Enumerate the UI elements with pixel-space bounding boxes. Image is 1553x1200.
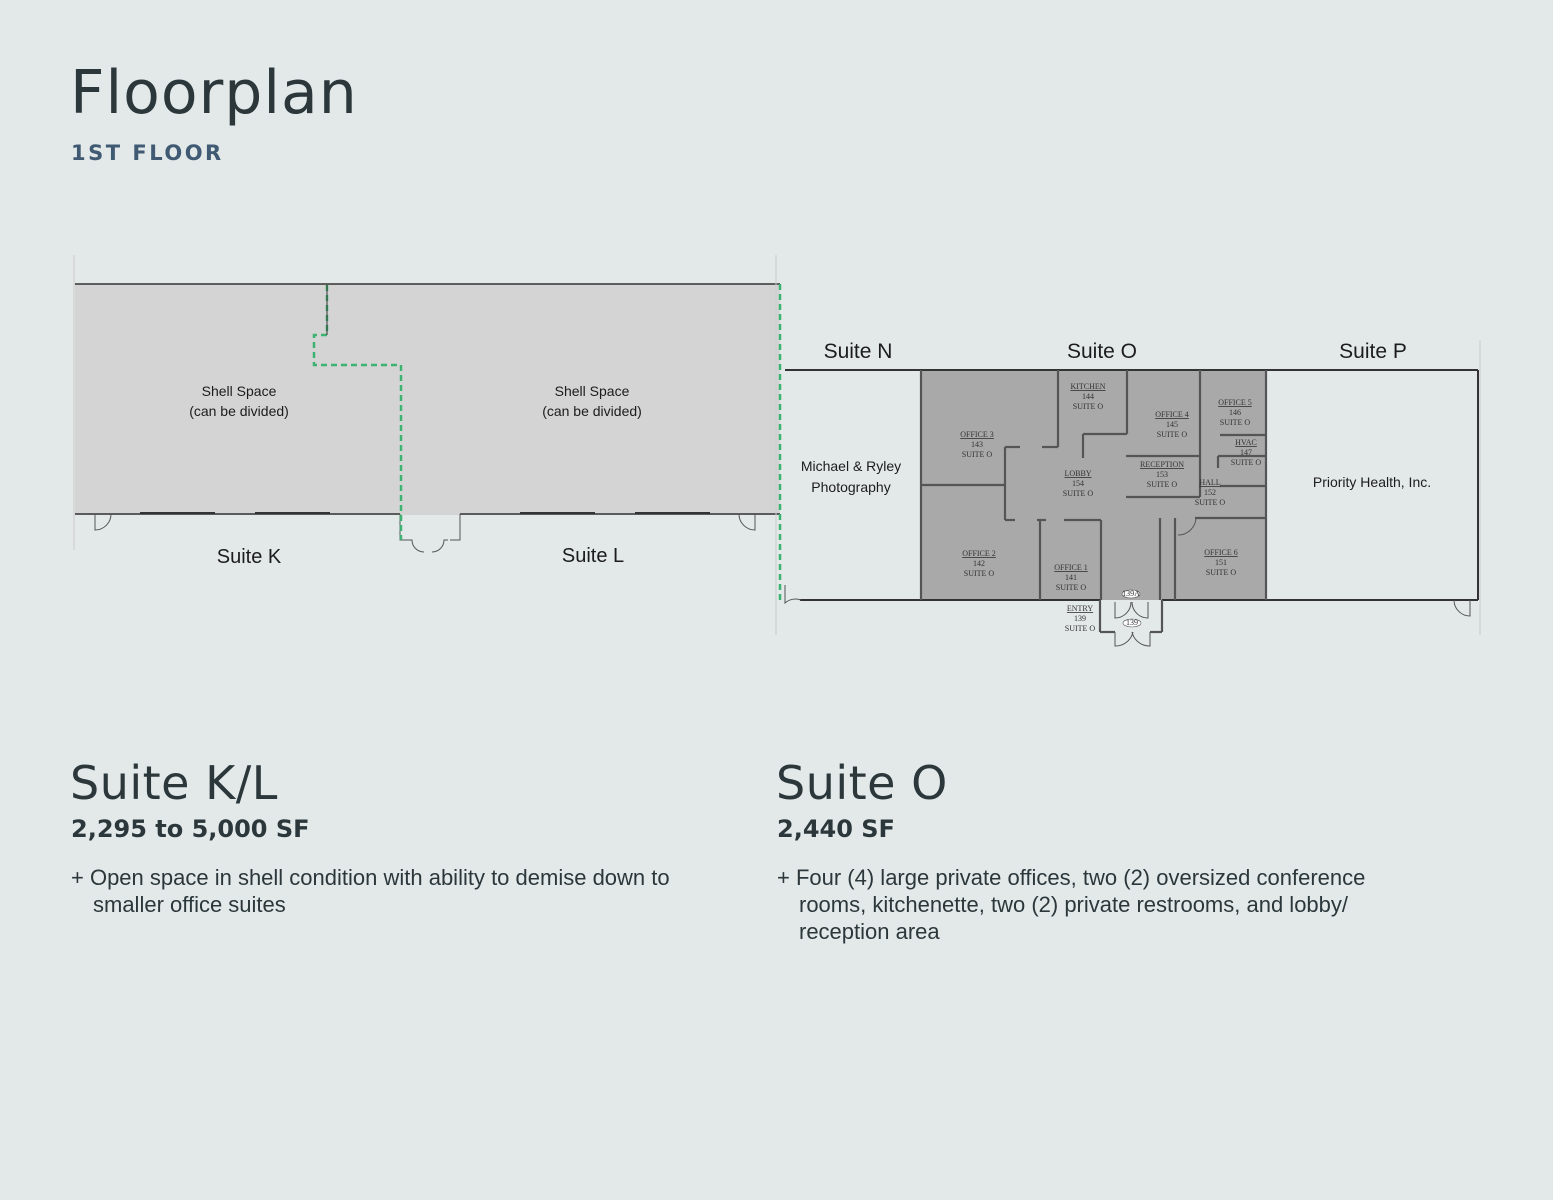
room-num: 151 [1215,558,1227,567]
suite-kl-desc: + Open space in shell condition with abi… [71,865,670,917]
room-suite: SUITE O [962,450,993,459]
suite-kl-title: Suite K/L [70,756,278,810]
room-name: OFFICE 1 [1054,563,1088,572]
room-num: 147 [1240,448,1252,457]
room-name: OFFICE 4 [1155,410,1189,419]
room-num: 139 [1074,614,1086,623]
tenant-n-line1: Michael & Ryley [801,458,901,474]
room-name: RECEPTION [1140,460,1184,469]
door-tag [1122,618,1142,628]
door-tag-label: 139A [1122,589,1140,598]
room-num: 142 [973,559,985,568]
suite-o-label: Suite O [1067,340,1137,363]
door-tag [1121,589,1141,599]
floorplan-left: Shell Space (can be divided) Shell Space… [73,255,782,602]
room-suite: SUITE O [1157,430,1188,439]
room-name: HALL [1199,478,1220,487]
room-name: OFFICE 6 [1204,548,1238,557]
suite-o-sf: 2,440 SF [777,815,895,843]
suite-o-desc: + Four (4) large private offices, two (2… [777,865,1366,944]
room-name: OFFICE 5 [1218,398,1252,407]
room-name: KITCHEN [1070,382,1105,391]
room-num: 141 [1065,573,1077,582]
door-tag-label: 139 [1126,618,1138,627]
suite-kl-sf: 2,295 to 5,000 SF [71,815,310,843]
room-name: OFFICE 2 [962,549,996,558]
room-suite: SUITE O [1231,458,1262,467]
room-num: 145 [1166,420,1178,429]
shell-label-l: Shell Space [555,383,630,399]
room-suite: SUITE O [1063,489,1094,498]
page-title: Floorplan [70,58,358,128]
room-num: 153 [1156,470,1168,479]
room-num: 146 [1229,408,1241,417]
page-subtitle: 1ST FLOOR [71,141,224,165]
shell-label-k: Shell Space [202,383,277,399]
suite-n-label: Suite N [824,340,893,363]
room-name: LOBBY [1064,469,1091,478]
room-suite: SUITE O [1147,480,1178,489]
tenant-p: Priority Health, Inc. [1313,474,1431,490]
room-suite: SUITE O [1065,624,1096,633]
room-suite: SUITE O [1073,402,1104,411]
room-suite: SUITE O [1206,568,1237,577]
room-num: 144 [1082,392,1094,401]
room-suite: SUITE O [1195,498,1226,507]
shell-space-area [75,284,780,515]
suite-k-label: Suite K [217,546,282,568]
room-num: 152 [1204,488,1216,497]
room-name: ENTRY [1067,604,1093,613]
room-suite: SUITE O [1220,418,1251,427]
suite-o-title: Suite O [776,756,948,810]
suite-p-label: Suite P [1339,340,1407,363]
room-name: OFFICE 3 [960,430,994,439]
room-suite: SUITE O [964,569,995,578]
shell-sub-l: (can be divided) [542,403,642,419]
tenant-n-line2: Photography [811,479,890,495]
shell-sub-k: (can be divided) [189,403,289,419]
room-suite: SUITE O [1056,583,1087,592]
floorplan-right: Suite N Suite O Suite P Michael & Ryley … [775,255,1481,647]
room-num: 143 [971,440,983,449]
room-num: 154 [1072,479,1084,488]
suite-l-label: Suite L [562,545,624,567]
room-name: HVAC [1235,438,1257,447]
